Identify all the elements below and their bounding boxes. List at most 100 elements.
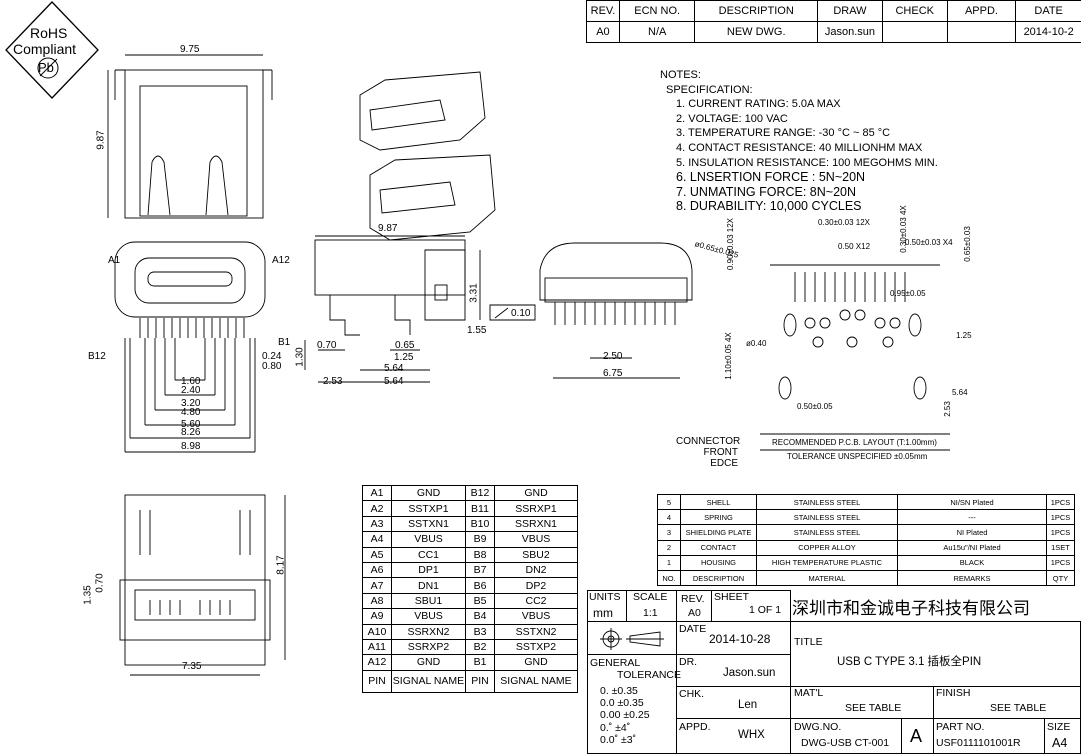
note-item: 3. TEMPERATURE RANGE: -30 °C ~ 85 °C xyxy=(676,127,891,140)
tol-line: 0.0 ±0.35 xyxy=(600,697,644,709)
pcb-layout xyxy=(760,264,950,451)
bom-cell: HIGH TEMPERATURE PLASTIC xyxy=(756,554,898,571)
tol-line: 0.0˚ ±3˚ xyxy=(600,734,637,746)
dr-value: Jason.sun xyxy=(723,667,776,679)
pin-cell: A9 xyxy=(362,608,392,625)
bom-cell: 5 xyxy=(657,493,681,511)
pin-cell: A6 xyxy=(362,561,392,579)
pcb-recommended: RECOMMENDED P.C.B. LAYOUT (T:1.00mm) xyxy=(772,438,937,447)
signal-header: SIGNAL NAME xyxy=(391,669,466,693)
size-label: SIZE xyxy=(1047,721,1071,733)
units-label: UNITS xyxy=(589,591,621,603)
bom-cell: STAINLESS STEEL xyxy=(756,509,898,526)
note-item: 8. DURABILITY: 10,000 CYCLES xyxy=(676,199,862,214)
scale-label: SCALE xyxy=(633,591,668,603)
pin-cell: A5 xyxy=(362,546,392,563)
dim-130: 1.30 xyxy=(294,347,306,367)
bom-cell: STAINLESS STEEL xyxy=(756,493,898,511)
side-view xyxy=(304,235,536,383)
date-cell: 2014-10-2 xyxy=(1015,21,1081,43)
label-b1: B1 xyxy=(278,337,291,348)
signal-cell: SSRXP2 xyxy=(391,638,466,656)
dim-320: 3.20 xyxy=(181,398,201,409)
bom-header: REMARKS xyxy=(897,569,1047,587)
general-label: GENERAL xyxy=(590,657,641,669)
chk-value: Len xyxy=(738,699,758,711)
dim-564b: 5.64 xyxy=(384,376,404,387)
signal-cell: VBUS xyxy=(494,531,578,548)
signal-cell: SSTXP1 xyxy=(391,500,466,517)
finish-value: SEE TABLE xyxy=(990,702,1047,714)
signal-cell: VBUS xyxy=(494,608,578,625)
bom-cell: 1 xyxy=(657,554,681,571)
pcb-dim: 0.90±0.03 12X xyxy=(726,218,735,270)
pcb-dim: 5.64 xyxy=(952,388,968,397)
tol-line: 0. ±0.35 xyxy=(600,685,638,697)
dim-331: 3.31 xyxy=(468,283,480,303)
pin-cell: B4 xyxy=(465,608,495,625)
bom-cell: NI/SN Plated xyxy=(897,493,1047,511)
signal-cell: GND xyxy=(391,654,466,671)
rohs-stamp: RoHS Compliant Pb xyxy=(0,0,110,110)
pin-cell: B2 xyxy=(465,638,495,656)
pcb-dim: 0.65±0.03 xyxy=(962,226,972,262)
pin-cell: B8 xyxy=(465,546,495,563)
date-header: DATE xyxy=(1015,0,1081,22)
note-item: 6. LNSERTION FORCE : 5N~20N xyxy=(676,170,866,185)
pin-cell: A7 xyxy=(362,577,392,594)
dim-898: 8.98 xyxy=(181,441,201,452)
dim-560: 5.60 xyxy=(181,419,201,430)
bottom-view xyxy=(119,494,286,676)
dr-label: DR. xyxy=(679,656,698,668)
rear-view xyxy=(539,242,693,379)
date-label: DATE xyxy=(679,623,707,635)
bom-cell: 1PCS xyxy=(1046,493,1075,511)
bom-cell: HOUSING xyxy=(680,554,757,571)
bom-cell: COPPER ALLOY xyxy=(756,539,898,556)
connector-edge-label: CONNECTOR FRONT EDCE xyxy=(676,436,741,469)
dim-160: 1.60 xyxy=(181,376,201,387)
pin-cell: B10 xyxy=(465,515,495,533)
signal-cell: SSRXP1 xyxy=(494,500,578,517)
signal-cell: SBU2 xyxy=(494,546,578,563)
rohs-symbol: Pb xyxy=(38,60,54,75)
dim-070: 0.70 xyxy=(317,340,337,351)
revision-table: REV. ECN NO. DESCRIPTION DRAW CHECK APPD… xyxy=(586,0,1081,43)
pin-cell: A12 xyxy=(362,654,392,671)
dim-817: 8.17 xyxy=(275,555,287,575)
bom-header: MATERIAL xyxy=(756,569,898,587)
dim-080: 0.80 xyxy=(262,361,282,372)
bom-cell: BLACK xyxy=(897,554,1047,571)
signal-cell: SBU1 xyxy=(391,592,466,610)
signal-cell: GND xyxy=(391,484,466,502)
pcb-dim: 1.10±0.05 4X xyxy=(723,332,733,380)
pin-cell: B7 xyxy=(465,561,495,579)
pcb-dim: 0.95±0.05 xyxy=(890,289,926,298)
signal-cell: SSTXP2 xyxy=(494,638,578,656)
bom-cell: 1PCS xyxy=(1046,509,1075,526)
pin-cell: A2 xyxy=(362,500,392,517)
signal-cell: SSRXN2 xyxy=(391,623,466,640)
signal-cell: GND xyxy=(494,654,578,671)
scale-value: 1:1 xyxy=(643,607,658,619)
rev-header: REV. xyxy=(586,0,620,22)
dim-826: 8.26 xyxy=(181,427,201,438)
dim-564a: 5.64 xyxy=(384,363,404,374)
note-item: 4. CONTACT RESISTANCE: 40 MILLIONHM MAX xyxy=(676,141,923,154)
signal-cell: DP1 xyxy=(391,561,466,579)
tol-line: 0.˚ ±4˚ xyxy=(600,722,631,734)
dim-253: 2.53 xyxy=(323,376,343,387)
chk-label: CHK. xyxy=(679,688,705,700)
